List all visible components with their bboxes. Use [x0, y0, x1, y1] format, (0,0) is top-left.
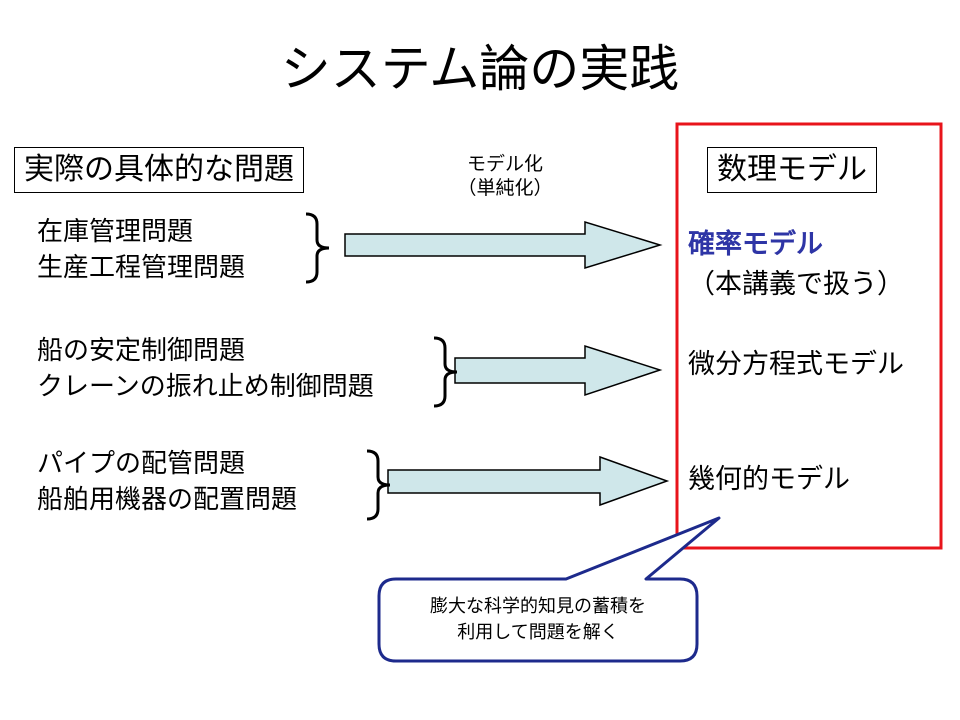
problem-3b: 船舶用機器の配置問題	[37, 485, 298, 515]
model-differential: 微分方程式モデル	[688, 345, 904, 385]
callout-text: 膨大な科学的知見の蓄積を 利用して問題を解く	[379, 594, 697, 646]
arrow-1	[344, 220, 663, 270]
models-frame	[675, 122, 943, 550]
model-probability: 確率モデル （本講義で扱う）	[688, 225, 904, 305]
problem-group-1: 在庫管理問題 生産工程管理問題	[37, 214, 245, 286]
arrow-3	[387, 455, 670, 507]
model-probability-note: （本講義で扱う）	[688, 269, 904, 300]
problem-3a: パイプの配管問題	[37, 449, 246, 479]
problem-2a: 船の安定制御問題	[37, 336, 246, 366]
brace-2	[433, 336, 458, 408]
modeling-label-line1: モデル化	[466, 153, 543, 175]
model-geometric: 幾何的モデル	[688, 460, 850, 500]
modeling-label-line2: （単純化）	[457, 177, 553, 199]
brace-1	[305, 212, 330, 284]
brace-3	[366, 449, 391, 521]
slide-title: システム論の実践	[280, 40, 680, 98]
callout-line2: 利用して問題を解く	[457, 622, 619, 643]
callout-line1: 膨大な科学的知見の蓄積を	[430, 596, 646, 617]
problem-2b: クレーンの振れ止め制御問題	[37, 372, 374, 402]
problem-group-2: 船の安定制御問題 クレーンの振れ止め制御問題	[37, 333, 374, 405]
right-header: 数理モデル	[707, 147, 877, 193]
left-header: 実際の具体的な問題	[14, 147, 304, 193]
problem-1b: 生産工程管理問題	[37, 253, 246, 283]
problem-group-3: パイプの配管問題 船舶用機器の配置問題	[37, 446, 297, 518]
model-differential-name: 微分方程式モデル	[688, 349, 904, 380]
modeling-label: モデル化 （単純化）	[440, 152, 570, 200]
callout-bubble	[377, 516, 721, 663]
model-geometric-name: 幾何的モデル	[688, 464, 850, 495]
model-probability-name: 確率モデル	[688, 229, 823, 260]
arrow-2	[454, 344, 663, 397]
problem-1a: 在庫管理問題	[37, 217, 194, 247]
